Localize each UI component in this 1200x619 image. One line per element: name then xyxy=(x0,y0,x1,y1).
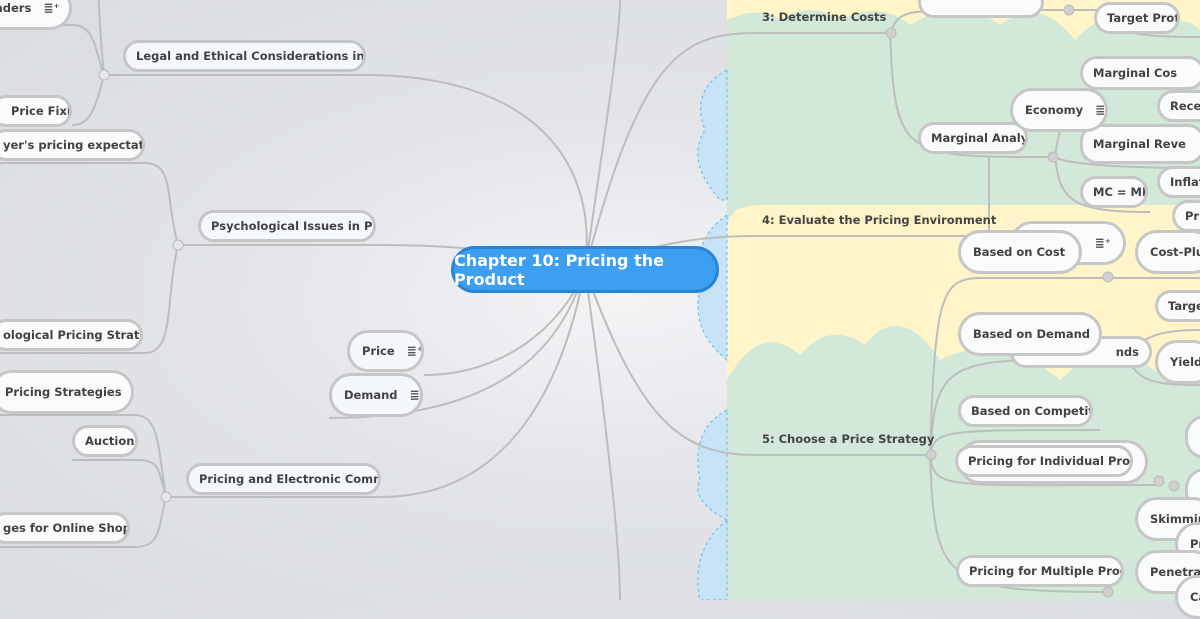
node-label: Demand xyxy=(344,388,398,402)
node-label: Marginal Cos xyxy=(1093,66,1178,80)
central-topic[interactable]: Chapter 10: Pricing the Product xyxy=(451,246,719,293)
node-mc-mr[interactable]: MC = MR xyxy=(1080,176,1148,208)
note-icon: ≣⁺ xyxy=(1095,103,1106,117)
node-leaders[interactable]: aders ≣⁺ xyxy=(0,0,72,30)
node-penetration[interactable]: Penetratio xyxy=(1135,550,1200,594)
node-label: Pricing and Electronic Commerce xyxy=(199,472,378,486)
central-topic-label: Chapter 10: Pricing the Product xyxy=(454,250,664,289)
node-label: Penetratio xyxy=(1150,565,1200,579)
note-icon: ≣⁺ xyxy=(406,344,424,358)
node-label: ological Pricing Strategies xyxy=(3,328,140,342)
note-icon: ≣⁺ xyxy=(122,385,131,399)
node-recession[interactable]: Recess xyxy=(1157,90,1200,122)
note-icon: ≣⁺ xyxy=(1094,236,1111,250)
node-label: Yield M xyxy=(1170,355,1200,369)
node-cost-plus[interactable]: Cost-Plus p xyxy=(1135,230,1200,274)
node-pric[interactable]: Pric xyxy=(1172,200,1200,232)
node-label: Pricing Strategies xyxy=(5,385,122,399)
node-label: Ca xyxy=(1190,590,1200,604)
node-label: Marginal Reve xyxy=(1093,137,1186,151)
node-label: yer's pricing expectations xyxy=(3,138,145,152)
node-label: Marginal Analysis xyxy=(931,131,1028,145)
node-hidden-top[interactable] xyxy=(918,0,1044,18)
note-icon: ≣⁺ xyxy=(409,388,420,402)
node-label: Skimming xyxy=(1150,512,1200,526)
node-label: Based on Demand xyxy=(973,327,1091,341)
node-yield-management[interactable]: Yield M xyxy=(1155,340,1200,384)
node-label: Pric xyxy=(1185,209,1200,223)
node-label: Price xyxy=(362,344,395,358)
node-legal-ethical[interactable]: Legal and Ethical Considerations in Pric… xyxy=(123,40,366,72)
node-economy[interactable]: Economy ≣⁺ xyxy=(1010,88,1108,132)
node-label: Based on Competition xyxy=(971,404,1093,418)
node-label: nds xyxy=(1115,345,1139,359)
node-individual-products[interactable]: Pricing for Individual Products xyxy=(955,445,1133,477)
node-based-on-cost[interactable]: Based on Cost≣⁺ xyxy=(958,230,1082,274)
node-inflation[interactable]: Inflatio xyxy=(1157,166,1200,198)
node-label: Auctions xyxy=(85,434,138,448)
node-target-profit[interactable]: Target Profit xyxy=(1094,2,1180,34)
node-label: Price Fixing xyxy=(11,104,71,118)
node-price[interactable]: Price ≣⁺ xyxy=(347,330,424,372)
node-label: Recess xyxy=(1170,99,1200,113)
node-based-on-competition[interactable]: Based on Competition xyxy=(958,395,1093,427)
step-3-label[interactable]: 3: Determine Costs xyxy=(762,10,887,24)
node-target[interactable]: Target xyxy=(1155,290,1200,322)
node-pricing-strategies[interactable]: Pricing Strategies≣⁺ xyxy=(0,370,134,414)
node-label: Pricing for Individual Products xyxy=(968,454,1131,468)
node-label: Legal and Ethical Considerations in Pric… xyxy=(136,49,365,63)
node-buyer-expectations[interactable]: yer's pricing expectations xyxy=(0,129,145,161)
note-icon: ≣⁺ xyxy=(1090,327,1099,341)
node-label: ges for Online Shoppers xyxy=(3,521,130,535)
node-marginal-cost[interactable]: Marginal Cos xyxy=(1080,56,1200,90)
node-label: Based on Cost xyxy=(973,245,1066,259)
node-demand[interactable]: Demand ≣⁺ xyxy=(329,373,423,417)
node-marginal-revenue[interactable]: Marginal Reve xyxy=(1080,124,1200,164)
node-label: MC = MR xyxy=(1093,185,1148,199)
step-5-label[interactable]: 5: Choose a Price Strategy xyxy=(762,432,935,446)
node-label: Inflatio xyxy=(1170,175,1200,189)
node-label: Target xyxy=(1168,299,1200,313)
node-psychological-strategies[interactable]: ological Pricing Strategies xyxy=(0,319,143,351)
node-label: Economy xyxy=(1025,103,1084,117)
node-label: Pri xyxy=(1190,537,1200,551)
node-psychological-issues[interactable]: Psychological Issues in Pricing xyxy=(198,210,376,242)
step-4-label[interactable]: 4: Evaluate the Pricing Environment xyxy=(762,213,997,227)
node-based-on-demand[interactable]: Based on Demand≣⁺ xyxy=(958,312,1102,356)
node-online-shoppers[interactable]: ges for Online Shoppers xyxy=(0,512,130,544)
node-electronic-commerce[interactable]: Pricing and Electronic Commerce xyxy=(186,463,381,495)
node-marginal-analysis[interactable]: Marginal Analysis xyxy=(918,122,1028,154)
node-label: aders xyxy=(0,1,32,15)
node-auctions[interactable]: Auctions xyxy=(72,425,138,457)
node-label: Target Profit xyxy=(1107,11,1179,25)
note-icon: ≣⁺ xyxy=(1065,245,1079,259)
node-multiple-products[interactable]: Pricing for Multiple Products xyxy=(956,555,1124,587)
node-price-fixing[interactable]: Price Fixing xyxy=(0,95,72,127)
node-label: Pricing for Multiple Products xyxy=(969,564,1121,578)
zone-blue-clouds xyxy=(697,69,728,600)
node-label: Psychological Issues in Pricing xyxy=(211,219,373,233)
note-icon: ≣⁺ xyxy=(43,1,60,15)
node-label: Cost-Plus p xyxy=(1150,245,1200,259)
